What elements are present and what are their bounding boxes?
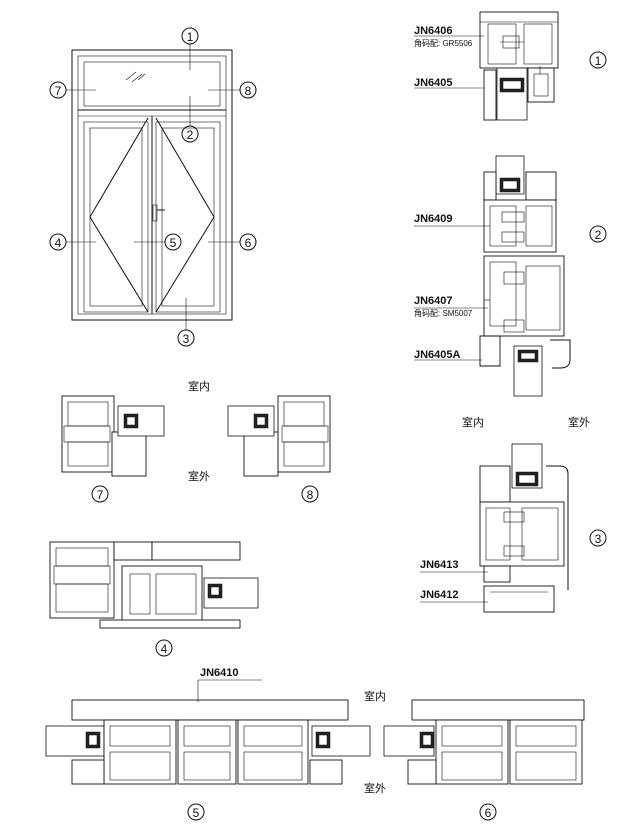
label-jn6405: JN6405 [414,77,453,89]
section-7 [61,395,165,477]
section-2-indoor: 室内 [462,415,484,429]
section-7-outdoor: 室外 [188,469,210,483]
svg-text:3: 3 [183,332,190,346]
label-jn6410: JN6410 [200,667,239,679]
svg-text:1: 1 [187,30,194,44]
svg-text:1: 1 [595,54,602,68]
section-6 [383,699,585,785]
svg-text:4: 4 [161,642,168,656]
label-jn6413: JN6413 [420,559,459,571]
callout-3: 3 [177,329,195,347]
svg-text:7: 7 [97,488,104,502]
section-8 [227,395,331,477]
label-jn6405a: JN6405A [414,349,461,361]
svg-text:4: 4 [55,236,62,250]
callout-6: 6 [239,233,257,251]
section-number-7: 7 [91,485,109,503]
section-number-4: 4 [155,639,173,657]
section-3 [479,443,569,613]
svg-text:8: 8 [245,84,252,98]
callout-5: 5 [164,233,182,251]
label-jn6412: JN6412 [420,589,459,601]
section-number-3: 3 [589,529,607,547]
section-2-outdoor: 室外 [568,415,590,429]
svg-text:6: 6 [245,236,252,250]
callout-8: 8 [239,81,257,99]
section-number-1: 1 [589,51,607,69]
section-4 [49,541,259,629]
callout-1: 1 [181,27,199,45]
section-5 [45,699,371,785]
section-number-5: 5 [187,803,205,821]
svg-text:5: 5 [170,236,177,250]
section-1 [479,11,559,121]
door-elevation [66,44,240,330]
label-jn6406: JN6406 [414,25,453,37]
svg-text:2: 2 [187,128,194,142]
note-jn6407: 角码配: SM5007 [414,308,473,318]
section-number-2: 2 [589,225,607,243]
section-7-indoor: 室内 [188,379,210,393]
svg-text:5: 5 [193,806,200,820]
svg-text:8: 8 [307,488,314,502]
section-5-indoor: 室内 [364,689,386,703]
callout-7: 7 [49,81,67,99]
svg-text:2: 2 [595,228,602,242]
section-number-8: 8 [301,485,319,503]
svg-text:6: 6 [485,806,492,820]
section-5-outdoor: 室外 [364,781,386,795]
callout-4: 4 [49,233,67,251]
svg-text:3: 3 [595,532,602,546]
section-2 [479,155,571,397]
section-number-6: 6 [479,803,497,821]
callout-2: 2 [181,125,199,143]
label-jn6407: JN6407 [414,295,453,307]
svg-text:7: 7 [55,84,62,98]
label-jn6409: JN6409 [414,213,453,225]
note-jn6406: 角码配: GR5506 [414,38,473,48]
